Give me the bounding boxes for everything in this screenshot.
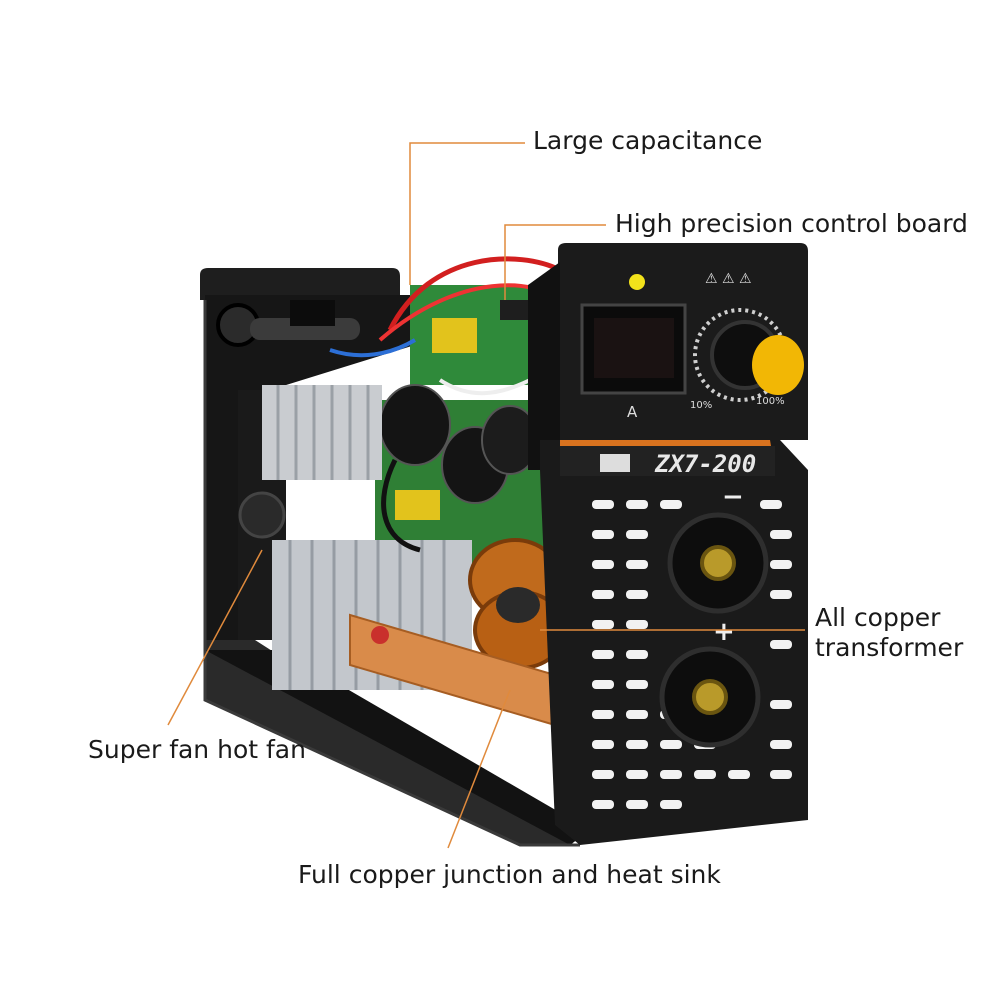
callout-heat-sink: Full copper junction and heat sink	[298, 860, 721, 889]
transformer-core	[496, 587, 540, 623]
positive-terminal-socket	[692, 679, 728, 715]
current-knob-cap[interactable]	[752, 335, 804, 395]
front-side-band	[528, 262, 560, 470]
callout-large-capacitance: Large capacitance	[533, 126, 763, 155]
housing-rear-outline	[203, 300, 580, 847]
vent-grille	[592, 500, 792, 809]
housing-back-panel	[200, 268, 400, 300]
ammeter-unit: A	[627, 403, 638, 421]
housing-base-plate	[205, 650, 590, 845]
leader-fan	[167, 549, 263, 726]
model-name: ZX7-200	[654, 450, 756, 478]
black-wire	[381, 458, 421, 553]
power-led	[629, 274, 645, 290]
rear-switch	[290, 300, 335, 326]
dial-max-label: 100%	[756, 396, 785, 407]
white-wire	[438, 378, 531, 396]
callout-transformer-line1: All copper	[815, 603, 941, 632]
callout-transformer-line2: transformer	[815, 633, 964, 662]
positive-sign: +	[713, 617, 735, 647]
blue-wire	[329, 338, 417, 358]
negative-terminal-socket	[700, 545, 736, 581]
dial-min-label: 10%	[690, 400, 712, 411]
negative-sign: −	[722, 482, 744, 512]
brand-logo	[600, 454, 630, 472]
warning-icons: ⚠ ⚠ ⚠	[705, 271, 752, 287]
callout-control-board: High precision control board	[615, 209, 968, 238]
leader-lines	[167, 142, 805, 849]
callout-fan: Super fan hot fan	[88, 735, 306, 764]
main-board-relay	[395, 490, 440, 520]
callout-transformer: All copper transformer	[815, 603, 985, 663]
fan-rotor	[238, 491, 286, 539]
copper-terminal-bolt	[371, 626, 389, 644]
leader-large-capacitance	[409, 142, 525, 285]
control-board-relay	[432, 318, 477, 353]
ammeter-screen	[594, 318, 674, 378]
board-chip	[500, 300, 530, 320]
leader-control-board	[504, 224, 606, 300]
heat-sink-top	[262, 385, 382, 480]
model-band	[560, 446, 775, 476]
leader-heat-sink	[447, 689, 511, 849]
red-wire	[387, 256, 562, 332]
capacitor-1	[379, 384, 451, 466]
